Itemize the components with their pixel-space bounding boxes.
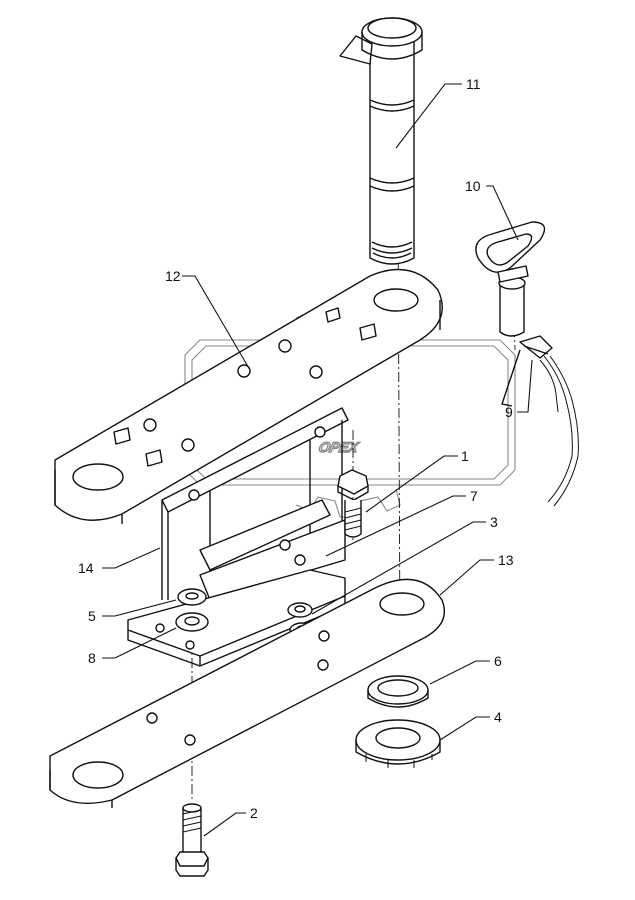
callout-2: 2 [250,805,258,821]
bolt-upper [337,469,369,538]
callout-6: 6 [494,653,502,669]
watermark-text: OPEX [317,440,361,456]
support-block [161,407,349,601]
callout-12: 12 [165,268,181,284]
callout-13: 13 [498,552,514,568]
upper-plate [54,268,443,524]
callout-9: 9 [505,404,513,420]
bolt-lower [175,803,209,877]
washer [367,675,429,708]
callout-3: 3 [490,514,498,530]
linch-pin [475,221,546,337]
lower-plate [49,578,446,808]
callout-1: 1 [461,448,469,464]
drawbar-pin [339,17,423,265]
callout-11: 11 [466,76,481,92]
base-plate [127,569,346,667]
callout-labels: 11 10 12 9 1 7 3 14 13 5 8 6 4 2 [78,76,514,821]
callout-7: 7 [470,488,478,504]
nut-left [175,588,209,632]
castle-nut [355,719,441,768]
callout-14: 14 [78,560,94,576]
safety-chain [501,335,579,507]
callout-8: 8 [88,650,96,666]
leader-lines [102,83,533,837]
callout-10: 10 [465,178,481,194]
callout-4: 4 [494,709,502,725]
callout-5: 5 [88,608,96,624]
